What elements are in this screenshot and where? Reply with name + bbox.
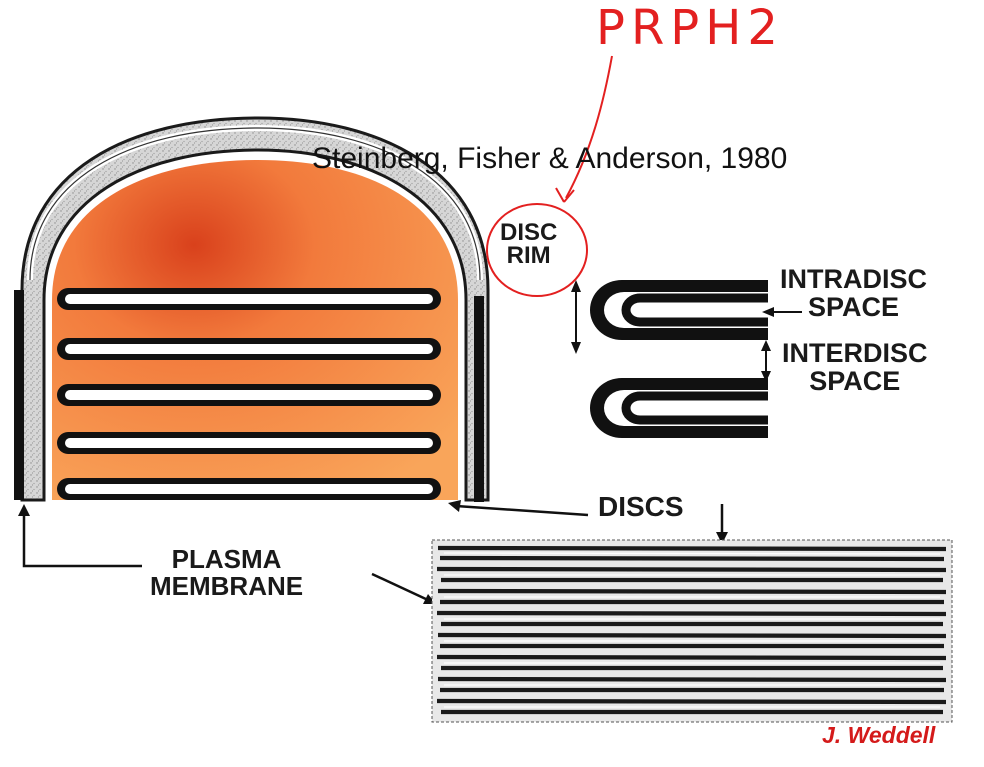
- credit-label: J. Weddell: [822, 724, 935, 747]
- plasma-membrane-right: [474, 296, 484, 502]
- disc-rim-label: DISC RIM: [500, 222, 557, 268]
- disc: [57, 478, 441, 500]
- disc: [57, 288, 441, 310]
- hairpin-disc-top: [590, 280, 768, 340]
- electron-micrograph: [432, 540, 952, 722]
- disc-rim-line2: RIM: [500, 245, 557, 268]
- plasma-line2: MEMBRANE: [150, 573, 303, 600]
- citation: Steinberg, Fisher & Anderson, 1980: [312, 144, 787, 174]
- arrowhead: [571, 342, 581, 354]
- discs-pointer-left: [456, 506, 588, 515]
- disc: [57, 432, 441, 454]
- interdisc-space-label: INTERDISC SPACE: [782, 340, 928, 395]
- hairpin-disc-bottom: [590, 378, 768, 438]
- arrowhead: [448, 500, 461, 512]
- annotation-arrow: [566, 56, 612, 198]
- interdisc-line1: INTERDISC: [782, 340, 928, 368]
- intradisc-line1: INTRADISC: [780, 266, 927, 294]
- arrowhead: [556, 188, 574, 202]
- plasma-line1: PLASMA: [150, 546, 303, 573]
- micrograph-pointer: [372, 574, 428, 600]
- interdisc-line2: SPACE: [782, 368, 928, 396]
- intradisc-line2: SPACE: [780, 294, 927, 322]
- arrowhead: [761, 340, 771, 351]
- plasma-membrane-label: PLASMA MEMBRANE: [150, 546, 303, 601]
- disc: [57, 338, 441, 360]
- arrowhead: [18, 504, 30, 516]
- discs-label: DISCS: [598, 493, 684, 521]
- disc: [57, 384, 441, 406]
- intradisc-space-label: INTRADISC SPACE: [780, 266, 927, 321]
- handwritten-annotation-prph2: PRPH2: [596, 4, 784, 52]
- plasma-membrane-pointer: [24, 512, 142, 566]
- plasma-membrane-left: [14, 290, 24, 500]
